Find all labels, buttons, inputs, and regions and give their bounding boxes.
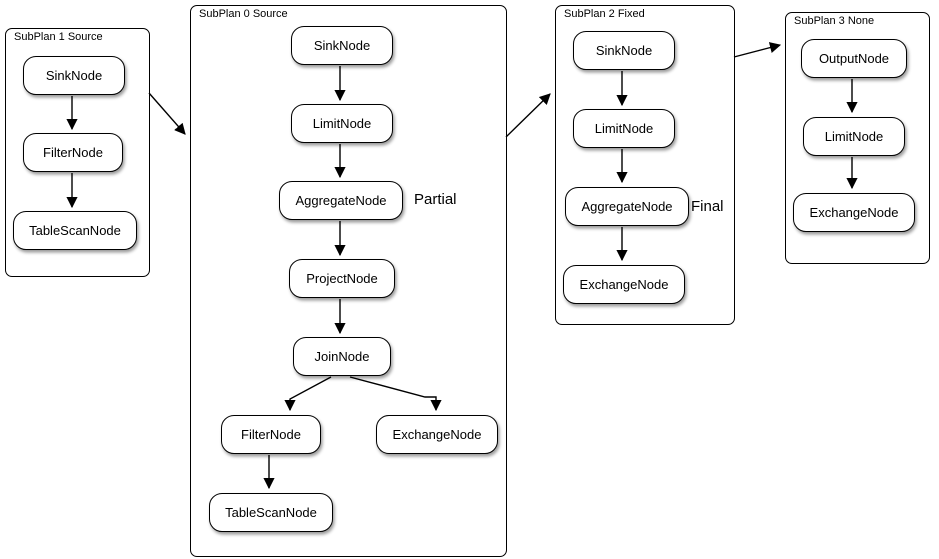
sp1-node-filternode: FilterNode — [23, 133, 123, 172]
sp2-node-aggregatenode: AggregateNode — [565, 187, 689, 226]
subplan-2-title: SubPlan 2 Fixed — [564, 8, 645, 20]
edge-subplan0-to-subplan2 — [505, 93, 551, 138]
sp0-node-sinknode: SinkNode — [291, 26, 393, 65]
sp2-node-limitnode: LimitNode — [573, 109, 675, 148]
sp0-node-exchangenode: ExchangeNode — [376, 415, 498, 454]
sp3-node-exchangenode: ExchangeNode — [793, 193, 915, 232]
sp0-annotation-partial: Partial — [414, 191, 457, 208]
sp1-node-sinknode: SinkNode — [23, 56, 125, 95]
sp0-node-aggregatenode: AggregateNode — [279, 181, 403, 220]
subplan-0-title: SubPlan 0 Source — [199, 8, 288, 20]
edge-subplan2-to-subplan3 — [733, 42, 782, 58]
edge-subplan1-to-subplan0 — [148, 92, 186, 135]
subplan-2-box: SubPlan 2 Fixed SinkNode LimitNode Aggre… — [555, 5, 735, 325]
sp1-node-tablescannode: TableScanNode — [13, 211, 137, 250]
subplan-3-title: SubPlan 3 None — [794, 15, 875, 27]
sp0-node-limitnode: LimitNode — [291, 104, 393, 143]
sp2-node-sinknode: SinkNode — [573, 31, 675, 70]
sp0-node-filternode: FilterNode — [221, 415, 321, 454]
sp3-node-outputnode: OutputNode — [801, 39, 907, 78]
sp0-node-projectnode: ProjectNode — [289, 259, 395, 298]
subplan-1-title: SubPlan 1 Source — [14, 31, 103, 43]
subplan-1-box: SubPlan 1 Source SinkNode FilterNode Tab… — [5, 28, 150, 277]
sp3-node-limitnode: LimitNode — [803, 117, 905, 156]
subplan-3-box: SubPlan 3 None OutputNode LimitNode Exch… — [785, 12, 930, 264]
sp0-node-tablescannode: TableScanNode — [209, 493, 333, 532]
sp2-node-exchangenode: ExchangeNode — [563, 265, 685, 304]
sp2-annotation-final: Final — [691, 198, 724, 215]
sp0-node-joinnode: JoinNode — [293, 337, 391, 376]
subplan-0-box: SubPlan 0 Source SinkNode LimitNode Aggr… — [190, 5, 507, 557]
